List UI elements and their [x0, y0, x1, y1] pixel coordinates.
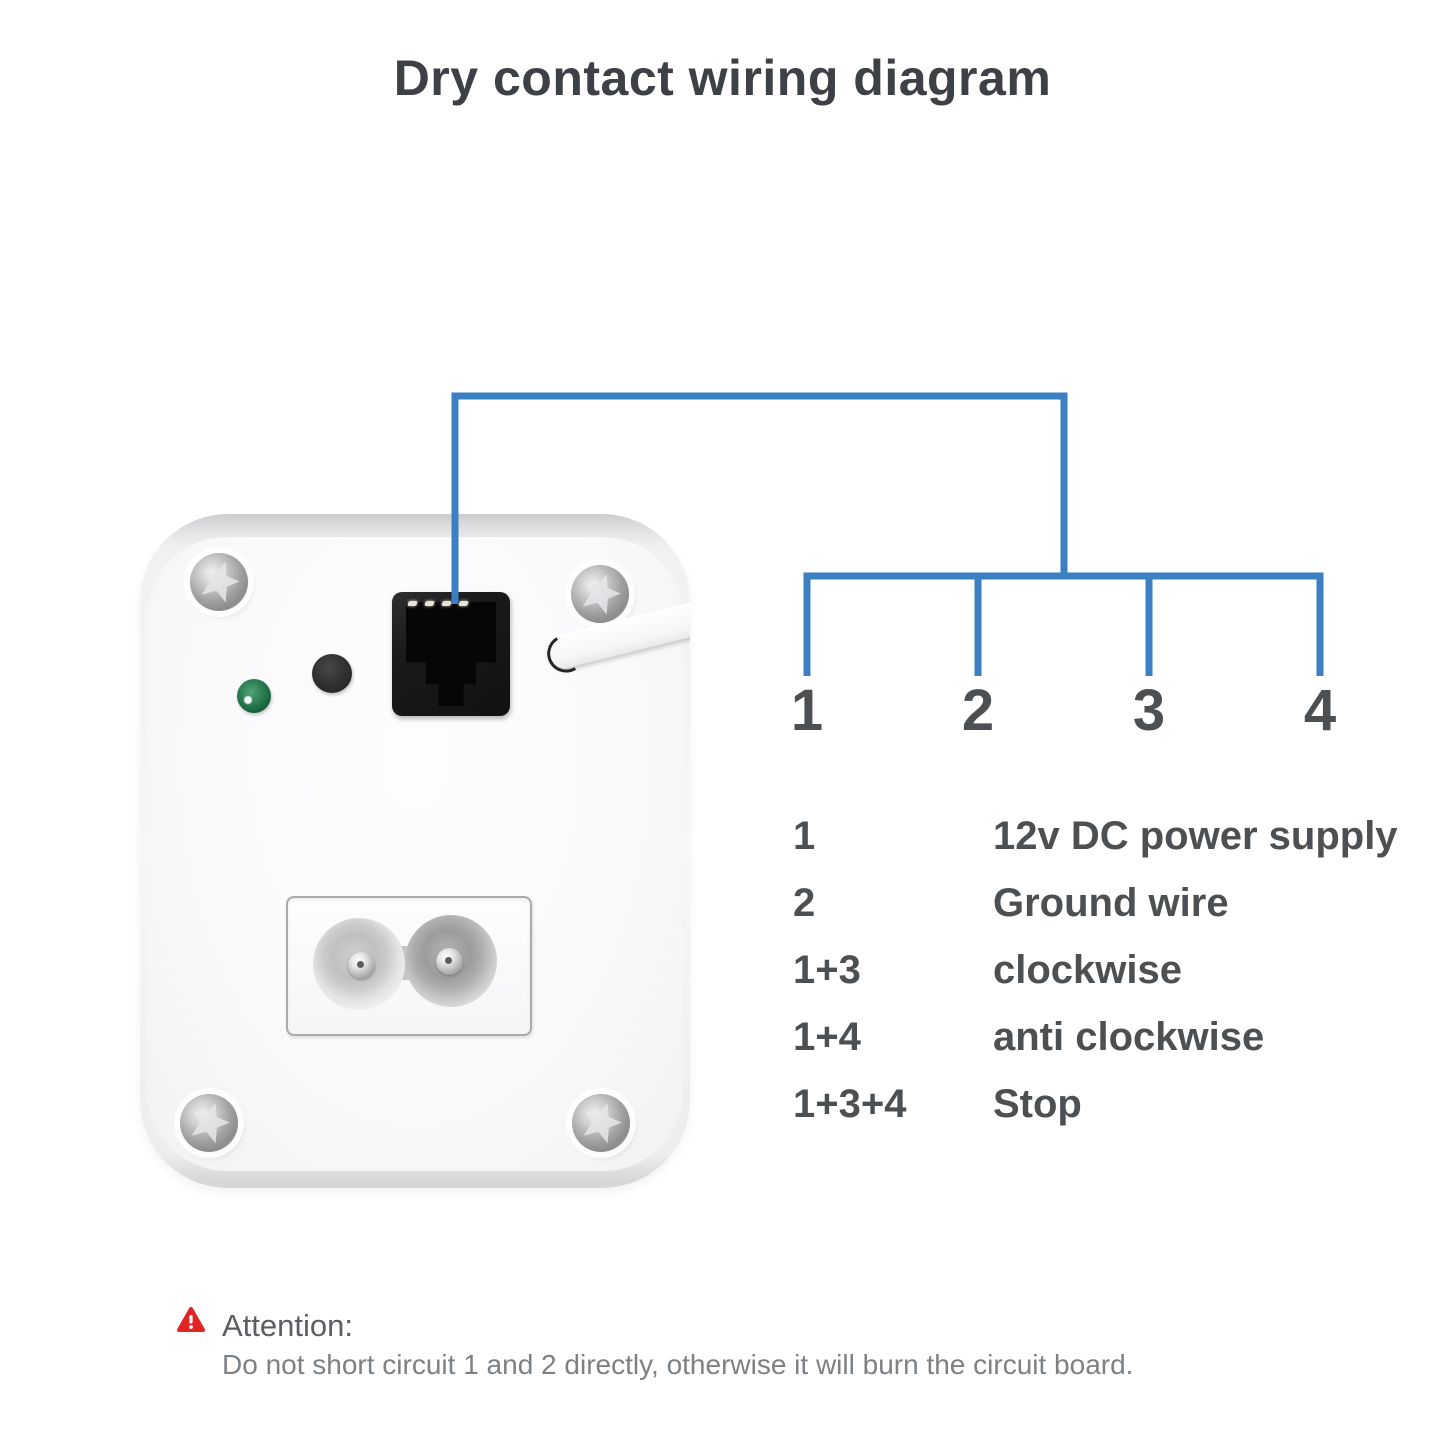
rj11-port: [392, 592, 510, 716]
terminal-number-4: 4: [1303, 678, 1337, 743]
legend-row: 2 Ground wire: [793, 870, 1398, 937]
legend-row: 1+4 anti clockwise: [793, 1004, 1398, 1071]
terminal-number-3: 3: [1132, 678, 1166, 743]
screw-bottom-left: [180, 1094, 238, 1152]
legend-key: 1+3: [793, 948, 861, 992]
status-led: [237, 679, 271, 713]
power-inlet-pin-left: [348, 952, 375, 979]
warning-exclamation-bar: [189, 1315, 193, 1324]
terminal-number-2: 2: [961, 678, 995, 743]
legend-value: Ground wire: [993, 881, 1229, 925]
wiring-legend: 1 12v DC power supply 2 Ground wire 1+3 …: [793, 803, 1398, 1138]
controller-device: [140, 514, 690, 1188]
power-inlet-pin-right: [436, 948, 463, 975]
legend-value: clockwise: [993, 948, 1183, 992]
legend-key: 1: [793, 814, 816, 858]
legend-key: 1+4: [793, 1015, 861, 1059]
legend-value: Stop: [993, 1082, 1082, 1126]
page-title: Dry contact wiring diagram: [393, 50, 1052, 106]
legend-value: 12v DC power supply: [993, 814, 1398, 858]
rj11-opening: [406, 602, 496, 706]
screw-top-left: [190, 553, 248, 611]
attention-heading: Attention:: [222, 1308, 353, 1343]
legend-row: 1+3 clockwise: [793, 937, 1398, 1004]
attention-body: Do not short circuit 1 and 2 directly, o…: [222, 1349, 1134, 1380]
terminal-number-1: 1: [790, 678, 824, 743]
wire-bus-bar: [803, 572, 1324, 676]
warning-icon: [177, 1307, 205, 1332]
legend-key: 1+3+4: [793, 1082, 907, 1126]
screw-bottom-right: [572, 1094, 630, 1152]
legend-row: 1+3+4 Stop: [793, 1071, 1398, 1138]
legend-value: anti clockwise: [993, 1015, 1265, 1059]
power-inlet: [286, 896, 532, 1036]
pair-button: [312, 654, 352, 693]
warning-exclamation-dot: [189, 1325, 193, 1329]
legend-key: 2: [793, 881, 816, 925]
screw-top-right: [571, 565, 629, 623]
legend-row: 1 12v DC power supply: [793, 803, 1398, 870]
